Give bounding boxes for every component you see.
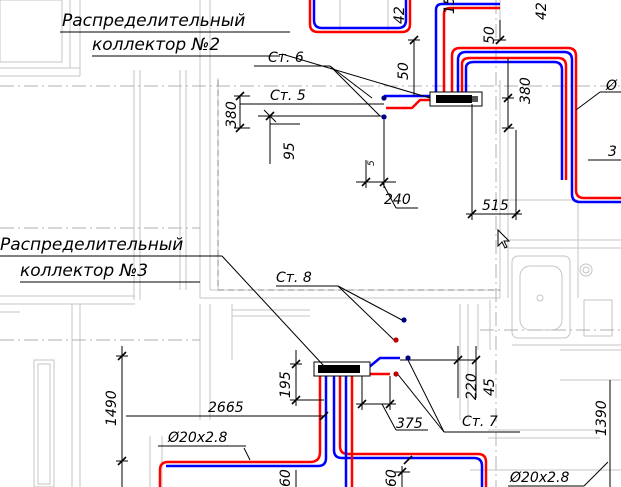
st6-label: Ст. 6 bbox=[268, 50, 304, 66]
dim-60-a: 60 bbox=[278, 469, 294, 487]
collector2-title-line1: Распределительный bbox=[62, 11, 245, 31]
pipe-spec-left: Ø20x2.8 bbox=[167, 430, 227, 446]
collector3-title-line1: Распределительный bbox=[0, 235, 183, 255]
dim-1490: 1490 bbox=[104, 390, 120, 426]
dim-375: 375 bbox=[396, 416, 423, 432]
dim-3: 3 bbox=[608, 144, 617, 160]
st5-marker bbox=[381, 114, 387, 120]
dim-42-right: 42 bbox=[534, 2, 550, 20]
dim-5: 5 bbox=[367, 160, 377, 166]
collector-2 bbox=[429, 91, 483, 107]
dim-45: 45 bbox=[482, 378, 498, 396]
markers bbox=[381, 95, 411, 377]
st7-marker-blue bbox=[405, 355, 411, 361]
mouse-cursor-icon bbox=[497, 228, 511, 249]
dim-380-left: 380 bbox=[224, 101, 240, 128]
pipes-layer bbox=[158, 0, 621, 487]
st8-marker bbox=[401, 317, 407, 323]
dimension-ticks bbox=[117, 35, 521, 477]
room-dashed-outline bbox=[217, 80, 500, 291]
dim-50-mid: 50 bbox=[482, 26, 498, 44]
collector2-title-line2: коллектор №2 bbox=[92, 35, 220, 55]
dim-515: 515 bbox=[482, 198, 509, 214]
collector3-title-line2: коллектор №3 bbox=[20, 261, 148, 281]
st5-label: Ст. 5 bbox=[270, 88, 306, 104]
dim-95: 95 bbox=[282, 142, 298, 160]
collector-3 bbox=[313, 361, 371, 377]
dim-42-left: 42 bbox=[392, 6, 408, 24]
st8-marker-red bbox=[393, 337, 399, 343]
st6-marker bbox=[381, 95, 387, 101]
dim-240: 240 bbox=[384, 192, 411, 208]
dim-220: 220 bbox=[464, 373, 480, 400]
dim-60-b: 60 bbox=[384, 469, 400, 487]
pipe-spec-right: Ø20x2.8 bbox=[509, 470, 569, 486]
dimension-lines bbox=[116, 20, 621, 487]
dim-1390: 1390 bbox=[594, 400, 610, 436]
pipe-spec-top-right: Ø bbox=[605, 78, 618, 94]
dim-195: 195 bbox=[278, 371, 294, 398]
st7-label: Ст. 7 bbox=[462, 414, 498, 430]
dim-2665: 2665 bbox=[208, 400, 244, 416]
dim-380-right: 380 bbox=[518, 77, 534, 104]
dim-50-top: 50 bbox=[396, 62, 412, 80]
dim-15: 15 bbox=[442, 0, 458, 14]
st7-marker-red bbox=[393, 371, 399, 377]
st8-label: Ст. 8 bbox=[276, 270, 312, 286]
